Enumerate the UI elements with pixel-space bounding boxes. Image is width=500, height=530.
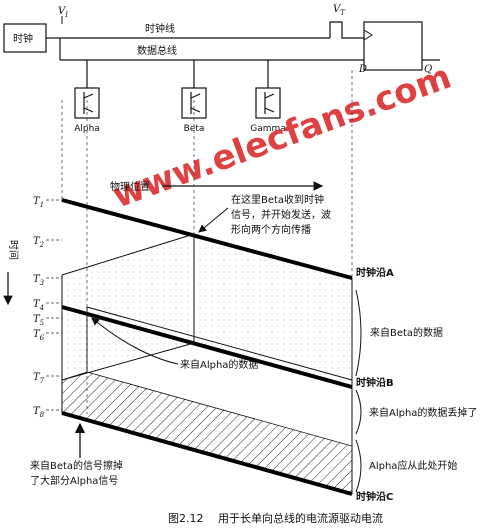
svg-text:信号，并开始发送，波: 信号，并开始发送，波 [231, 208, 331, 221]
svg-text:在这里Beta收到时钟: 在这里Beta收到时钟 [231, 193, 324, 206]
position-axis-label: 物理位置 [110, 180, 150, 193]
svg-text:T3: T3 [33, 274, 45, 287]
beta-erase-note: 来自Beta的信号擦掉 了大部分Alpha信号 [30, 422, 123, 487]
time-axis-label: 时间 [7, 240, 20, 260]
svg-text:图2.12: 图2.12 [168, 512, 204, 525]
svg-text:形向两个方向传播: 形向两个方向传播 [231, 223, 311, 236]
flip-flop-d: D [358, 64, 367, 75]
flip-flop [363, 21, 423, 71]
flip-flop-q: Q [424, 64, 432, 75]
beta-backward-wave-2 [61, 342, 195, 381]
svg-text:用于长单向总线的电流源驱动电流: 用于长单向总线的电流源驱动电流 [218, 511, 383, 525]
svg-text:T4: T4 [33, 299, 44, 312]
svg-text:来自Beta的信号擦掉: 来自Beta的信号擦掉 [30, 459, 123, 472]
bus-schematic: 时钟 VI 时钟线 VT 数据总线 D Q Alpha Beta Gamma [3, 4, 440, 134]
device-gamma: Gamma [250, 60, 286, 134]
flip-flop-clock-notch [363, 29, 373, 41]
time-mark-3: T3 [33, 274, 62, 287]
from-alpha-note: 来自Alpha的数据 [91, 317, 258, 371]
alpha-forward-wave [86, 306, 353, 381]
time-mark-1: T1 [33, 196, 62, 209]
device-label: Beta [184, 124, 205, 134]
clock-source-label: 时钟 [13, 32, 33, 45]
vt-label: VT [333, 4, 346, 17]
svg-text:T6: T6 [33, 329, 45, 342]
svg-text:来自Beta的数据: 来自Beta的数据 [370, 326, 443, 339]
device-label: Alpha [74, 124, 100, 134]
clock-source-box [3, 23, 47, 53]
alpha-start-note: Alpha应从此处开始 [355, 439, 457, 493]
device-alpha: Alpha [74, 60, 100, 134]
figure-caption: 图2.12 用于长单向总线的电流源驱动电流 [168, 511, 383, 525]
svg-text:Alpha应从此处开始: Alpha应从此处开始 [369, 459, 457, 472]
svg-text:T8: T8 [33, 406, 45, 419]
svg-text:T2: T2 [33, 236, 45, 249]
svg-text:了大部分Alpha信号: 了大部分Alpha信号 [30, 474, 118, 487]
device-drivers: Alpha Beta Gamma [74, 60, 286, 134]
clock-pulse [329, 21, 364, 39]
clock-edge-a-line [61, 198, 353, 280]
device-label: Gamma [250, 124, 286, 134]
data-bus-label: 数据总线 [137, 44, 177, 57]
alpha-lost-note: 来自Alpha的数据丢掉了 [355, 389, 477, 435]
beta-receive-note: 在这里Beta收到时钟 信号，并开始发送，波 形向两个方向传播 [198, 193, 331, 236]
time-mark-5: T5 [33, 314, 62, 327]
clock-edge-b-line [61, 305, 353, 389]
device-beta: Beta [181, 60, 207, 134]
beta-data-region [62, 234, 352, 387]
clock-edge-c-label: 时钟沿C [356, 490, 393, 503]
svg-text:来自Alpha的数据: 来自Alpha的数据 [180, 358, 258, 371]
svg-text:T1: T1 [33, 196, 44, 209]
svg-text:T7: T7 [33, 372, 45, 385]
time-mark-6: T6 [33, 329, 62, 342]
clock-edge-b-label: 时钟沿B [356, 376, 394, 389]
clock-line-label: 时钟线 [145, 22, 175, 35]
time-mark-8: T8 [33, 406, 62, 419]
beta-backward-wave [61, 233, 195, 276]
projection-lines [61, 70, 353, 414]
vi-label: VI [58, 6, 68, 19]
watermark: www.elecfans.com [107, 57, 456, 217]
from-beta-note: 来自Beta的数据 [355, 289, 443, 377]
clock-edge-a-label: 时钟沿A [356, 266, 394, 279]
time-mark-7: T7 [33, 372, 62, 385]
time-mark-2: T2 [33, 236, 62, 249]
time-mark-4: T4 [33, 299, 62, 312]
svg-text:来自Alpha的数据丢掉了: 来自Alpha的数据丢掉了 [369, 406, 477, 419]
clock-edge-c-line [61, 411, 353, 496]
svg-text:T5: T5 [33, 314, 45, 327]
